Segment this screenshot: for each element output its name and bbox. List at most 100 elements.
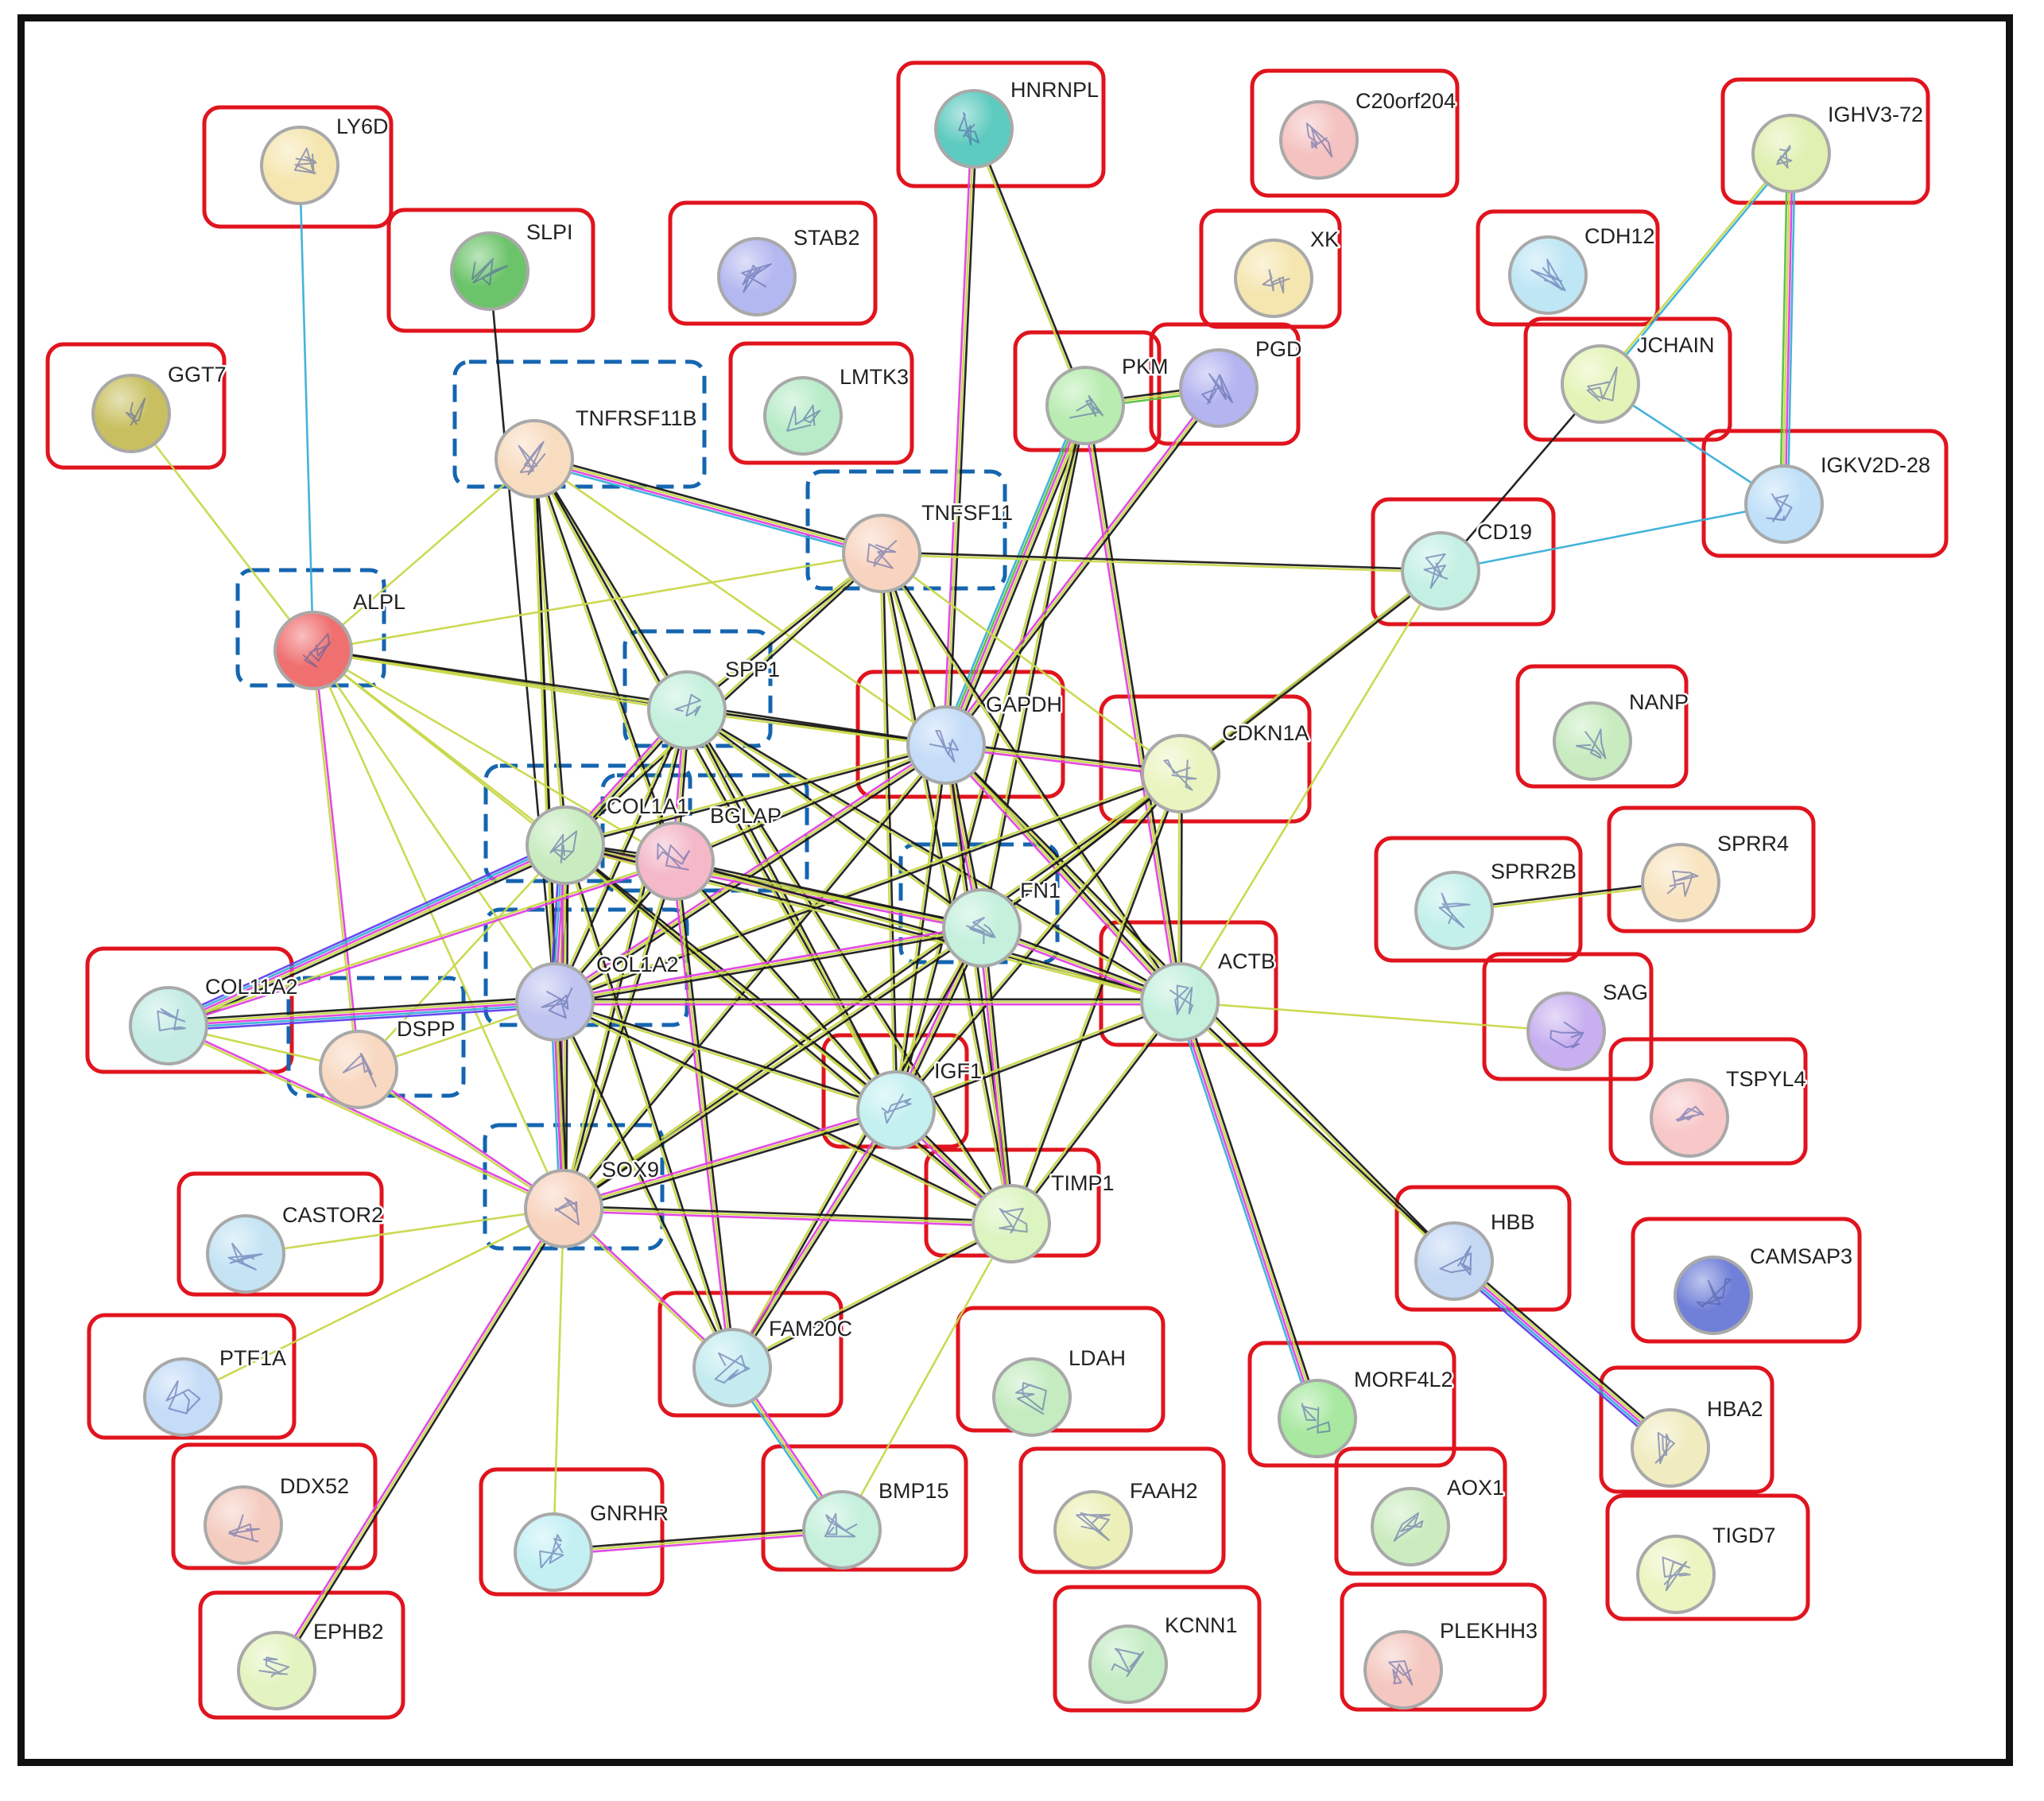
node-cd19[interactable]: CD19 <box>1401 518 1534 611</box>
edge-jchain-cd19 <box>1440 383 1601 572</box>
node-cdh12[interactable]: CDH12 <box>1508 223 1657 315</box>
node-morf4l2[interactable]: MORF4L2 <box>1278 1366 1455 1458</box>
node-kcnn1[interactable]: KCNN1 <box>1088 1612 1239 1704</box>
node-col11a2[interactable]: COL11A2 <box>129 973 300 1065</box>
node-sox9[interactable]: SOX9 <box>524 1156 661 1248</box>
node-ly6d[interactable]: LY6D <box>260 113 390 205</box>
node-igkv2d-28[interactable]: IGKV2D-28 <box>1744 452 1933 544</box>
protein-structure-icon <box>541 987 573 1019</box>
protein-structure-icon <box>165 1380 201 1415</box>
node-lmtk3[interactable]: LMTK3 <box>763 363 911 456</box>
node-label-spp1: SPP1 <box>725 658 780 681</box>
node-label-cdkn1a: CDKN1A <box>1222 721 1309 745</box>
edge-actb-timp1 <box>1009 1000 1182 1225</box>
node-sprr4[interactable]: SPRR4 <box>1641 830 1791 922</box>
node-tnfsf11[interactable]: TNFSF11 <box>842 499 1015 593</box>
node-label-igf1: IGF1 <box>934 1059 982 1083</box>
red-box-lmtk3 <box>728 341 914 465</box>
red-box-hba2 <box>1599 1365 1774 1494</box>
node-ptf1a[interactable]: PTF1A <box>143 1345 289 1437</box>
edge-cdkn1a-col1a2 <box>554 771 1181 1004</box>
edge-igf1-sox9 <box>562 1106 898 1213</box>
node-label-bmp15: BMP15 <box>878 1479 949 1503</box>
node-ddx52[interactable]: DDX52 <box>204 1473 351 1565</box>
edge-col11a2-sox9 <box>167 1023 565 1211</box>
node-timp1[interactable]: TIMP1 <box>972 1170 1116 1263</box>
node-label-bglap: BGLAP <box>710 804 782 828</box>
protein-structure-icon <box>1666 870 1699 897</box>
node-actb[interactable]: ACTB <box>1140 948 1278 1042</box>
edge-tnfrsf11b-gapdh <box>533 457 947 747</box>
node-cdkn1a[interactable]: CDKN1A <box>1141 720 1311 813</box>
node-igf1[interactable]: IGF1 <box>856 1058 984 1150</box>
blue-dashed-box-sox9 <box>483 1123 665 1251</box>
node-ggt7[interactable]: GGT7 <box>91 361 228 453</box>
node-c20orf204[interactable]: C20orf204 <box>1279 87 1458 180</box>
node-tnfrsf11b[interactable]: TNFRSF11B <box>495 405 699 499</box>
node-spp1[interactable]: SPP1 <box>647 656 782 750</box>
red-box-tigd7 <box>1605 1493 1810 1621</box>
node-col1a2[interactable]: COL1A2 <box>515 951 681 1042</box>
node-alpl[interactable]: ALPL <box>273 588 408 690</box>
red-box-tspyl4 <box>1608 1037 1808 1166</box>
node-hba2[interactable]: HBA2 <box>1631 1395 1765 1488</box>
node-jchain[interactable]: JCHAIN <box>1561 332 1716 424</box>
node-tigd7[interactable]: TIGD7 <box>1636 1522 1778 1614</box>
node-plekhh3[interactable]: PLEKHH3 <box>1363 1617 1540 1710</box>
red-box-sprr2b <box>1374 836 1583 963</box>
node-pkm[interactable]: PKM <box>1045 353 1170 445</box>
protein-structure-icon <box>1675 1105 1705 1122</box>
protein-structure-icon <box>741 263 772 293</box>
node-fam20c[interactable]: FAM20C <box>692 1315 855 1407</box>
protein-structure-icon <box>999 1207 1028 1234</box>
edge-cdkn1a-igf1 <box>894 772 1183 1112</box>
node-col1a1[interactable]: COL1A1 <box>526 793 691 885</box>
node-pgd[interactable]: PGD <box>1179 336 1304 428</box>
node-fn1[interactable]: FN1 <box>942 877 1063 968</box>
node-hnrnpl[interactable]: HNRNPL <box>934 76 1101 169</box>
edge-col11a2-col1a2 <box>168 996 556 1032</box>
edge-gapdh-bglap <box>673 743 948 864</box>
node-bglap[interactable]: BGLAP <box>635 802 784 901</box>
node-gapdh[interactable]: GAPDH <box>906 691 1065 785</box>
red-box-hbb <box>1394 1185 1572 1312</box>
node-sprr2b[interactable]: SPRR2B <box>1414 858 1579 950</box>
node-nanp[interactable]: NANP <box>1553 689 1691 781</box>
node-ldah[interactable]: LDAH <box>992 1345 1128 1437</box>
node-gnrhr[interactable]: GNRHR <box>514 1500 671 1592</box>
node-label-hbb: HBB <box>1491 1210 1535 1234</box>
protein-structure-icon <box>554 1197 580 1226</box>
node-slpi[interactable]: SLPI <box>450 219 575 311</box>
edge-fn1-col1a2 <box>554 924 983 1006</box>
node-dspp[interactable]: DSPP <box>319 1015 457 1109</box>
edge-alpl-col1a2 <box>312 650 557 1003</box>
node-faah2[interactable]: FAAH2 <box>1053 1477 1200 1570</box>
edge-tnfsf11-timp1 <box>879 553 1014 1225</box>
protein-structure-icon <box>1662 1556 1691 1592</box>
node-label-plekhh3: PLEKHH3 <box>1440 1619 1538 1643</box>
node-label-stab2: STAB2 <box>793 226 860 250</box>
node-xk[interactable]: XK <box>1234 226 1341 318</box>
node-hbb[interactable]: HBB <box>1414 1209 1537 1301</box>
edge-pgd-gapdh <box>943 386 1222 747</box>
node-stab2[interactable]: STAB2 <box>717 224 862 316</box>
protein-structure-icon <box>1586 366 1618 402</box>
node-aox1[interactable]: AOX1 <box>1371 1474 1507 1566</box>
node-tspyl4[interactable]: TSPYL4 <box>1650 1065 1808 1158</box>
node-sag[interactable]: SAG <box>1526 979 1650 1071</box>
protein-structure-icon <box>1262 269 1290 293</box>
edge-hnrnpl-pkm <box>972 127 1088 407</box>
node-label-morf4l2: MORF4L2 <box>1354 1368 1453 1392</box>
protein-structure-icon <box>1388 1660 1414 1686</box>
node-ighv3-72[interactable]: IGHV3-72 <box>1751 101 1926 193</box>
node-camsap3[interactable]: CAMSAP3 <box>1674 1243 1855 1335</box>
protein-structure-icon <box>657 843 690 871</box>
node-label-fn1: FN1 <box>1020 879 1061 902</box>
node-bmp15[interactable]: BMP15 <box>802 1477 951 1570</box>
node-castor2[interactable]: CASTOR2 <box>206 1201 386 1294</box>
edge-dspp-sox9 <box>357 1067 565 1211</box>
node-ephb2[interactable]: EPHB2 <box>237 1618 386 1710</box>
node-label-pkm: PKM <box>1122 355 1169 378</box>
red-box-col11a2 <box>85 946 294 1074</box>
